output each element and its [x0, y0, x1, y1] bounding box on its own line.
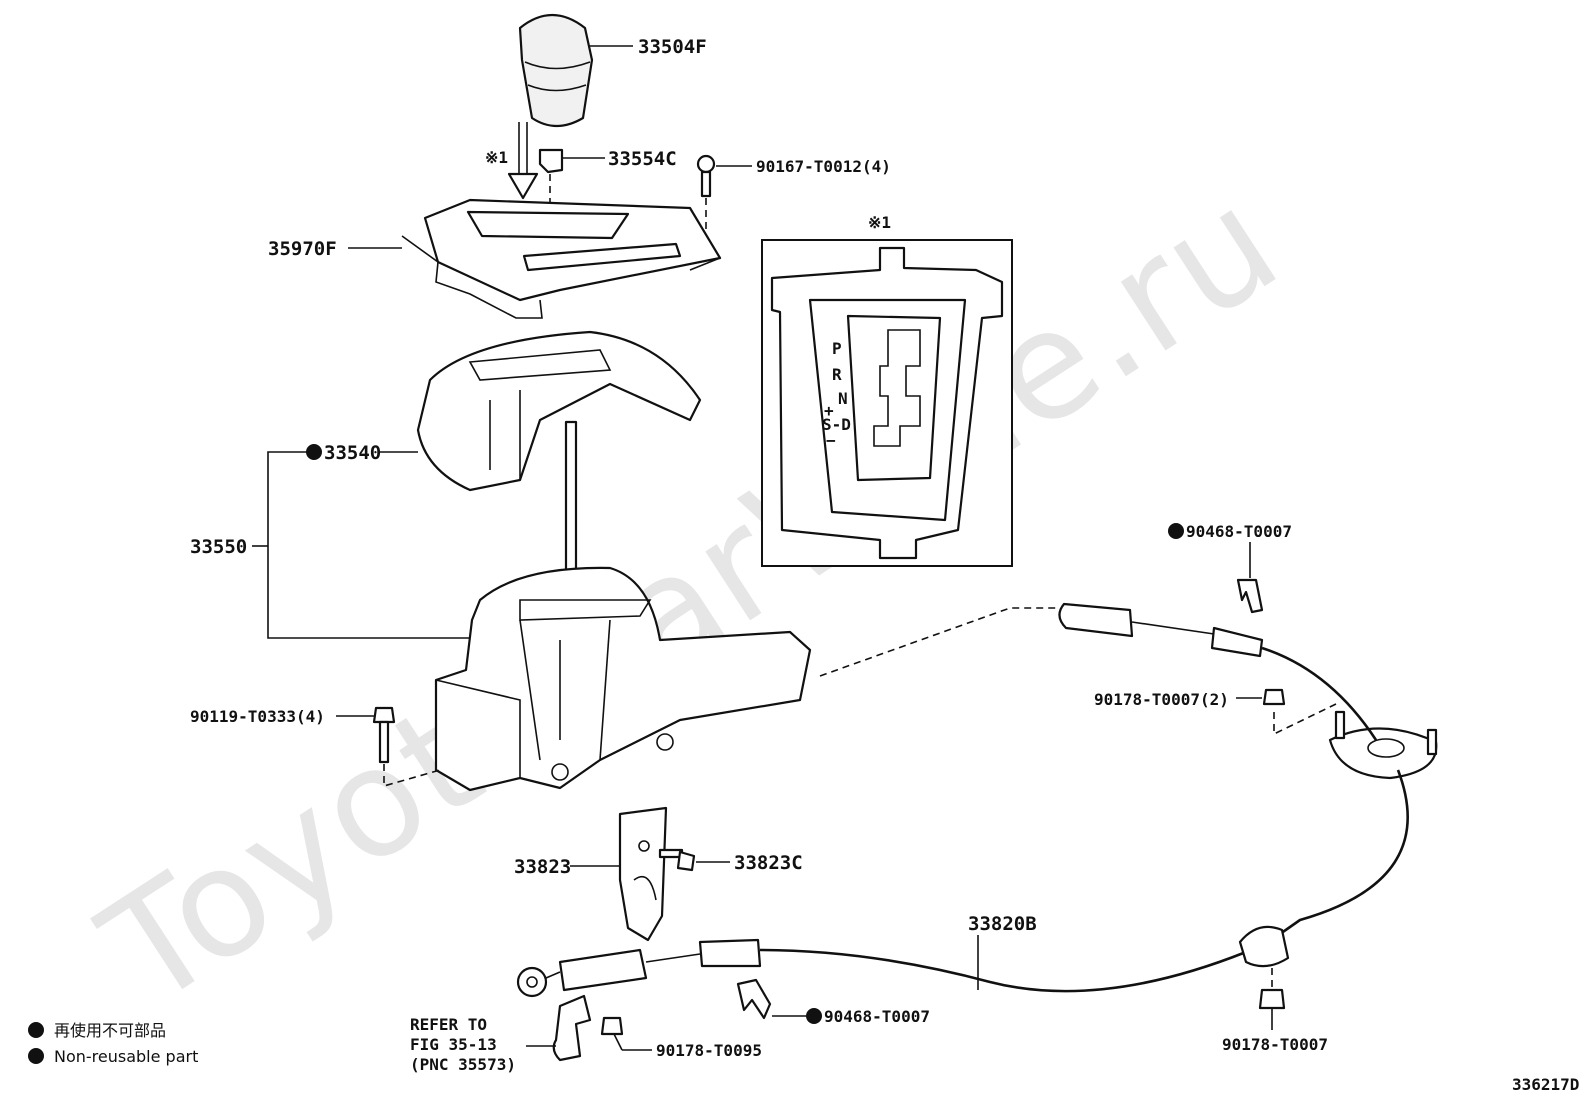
arrow-mark: ※1: [485, 148, 508, 167]
bracket-bolt: [658, 848, 696, 872]
non-reusable-dot-cover: [306, 444, 322, 460]
shift-knob: [518, 14, 594, 128]
clip-33554c: [538, 148, 564, 174]
cable-grommet: [1238, 925, 1290, 968]
label-clip-right: 90468-T0007: [1186, 522, 1292, 541]
inset-gate-plate: [770, 246, 1004, 560]
figure-id: 336217D: [1512, 1075, 1579, 1094]
label-bracket: 33823: [514, 856, 571, 878]
refer-line-3: (PNC 35573): [410, 1055, 516, 1074]
assembly-bracket: [267, 451, 472, 639]
cable-end-upper: [1058, 602, 1264, 658]
nut-right: [1262, 688, 1286, 706]
legend-line-1: 再使用不可部品: [54, 1021, 166, 1040]
clip-bottom: [736, 978, 772, 1020]
label-cover: 33540: [324, 442, 381, 464]
down-arrow: [507, 122, 539, 200]
label-knob: 33504F: [638, 36, 707, 58]
legend-dot-1: [28, 1022, 44, 1038]
inset-mark: ※1: [868, 213, 891, 232]
shift-bezel: [401, 198, 722, 319]
label-bolt-left: 90119-T0333(4): [190, 707, 325, 726]
legend-dot-2: [28, 1048, 44, 1064]
non-reusable-dot-clip-right: [1168, 523, 1184, 539]
shifter-base: [434, 566, 812, 792]
label-screw-top: 90167-T0012(4): [756, 157, 891, 176]
screw-top: [696, 154, 716, 198]
shift-rod: [564, 420, 578, 592]
clip-right: [1236, 578, 1264, 614]
refer-bracket: [552, 994, 592, 1062]
cable-end-lower: [516, 938, 762, 998]
label-clip-bottom: 90468-T0007: [824, 1007, 930, 1026]
refer-line-2: FIG 35-13: [410, 1035, 497, 1054]
gate-letter-r: R: [832, 365, 842, 384]
cable-bracket-right: [1328, 710, 1438, 780]
gate-letter-sd: S-D: [822, 415, 851, 434]
gate-letter-p: P: [832, 339, 842, 358]
shift-cover: [416, 330, 702, 492]
gate-letter-plus: +: [824, 401, 834, 420]
label-nut-right: 90178-T0007(2): [1094, 690, 1229, 709]
watermark: ToyotaCarWine.ru: [74, 155, 1309, 1041]
refer-line-1: REFER TO: [410, 1015, 487, 1034]
label-cable: 33820B: [968, 913, 1037, 935]
label-nut-bottom: 90178-T0095: [656, 1041, 762, 1060]
label-bracket-bolt: 33823C: [734, 852, 803, 874]
gate-letter-minus: −: [826, 431, 836, 450]
label-assembly: 33550: [190, 536, 247, 558]
cable-bracket-33823: [618, 806, 668, 942]
label-bezel: 35970F: [268, 238, 337, 260]
nut-bottom-right: [1258, 988, 1286, 1010]
label-nut-bottom-right: 90178-T0007: [1222, 1035, 1328, 1054]
cable-main: [1259, 769, 1409, 950]
gate-letter-n: N: [838, 389, 848, 408]
legend-line-2: Non-reusable part: [54, 1047, 198, 1066]
nut-bottom: [600, 1016, 624, 1036]
bolt-left: [372, 706, 396, 764]
label-clip: 33554C: [608, 148, 677, 170]
non-reusable-dot-clip-bottom: [806, 1008, 822, 1024]
